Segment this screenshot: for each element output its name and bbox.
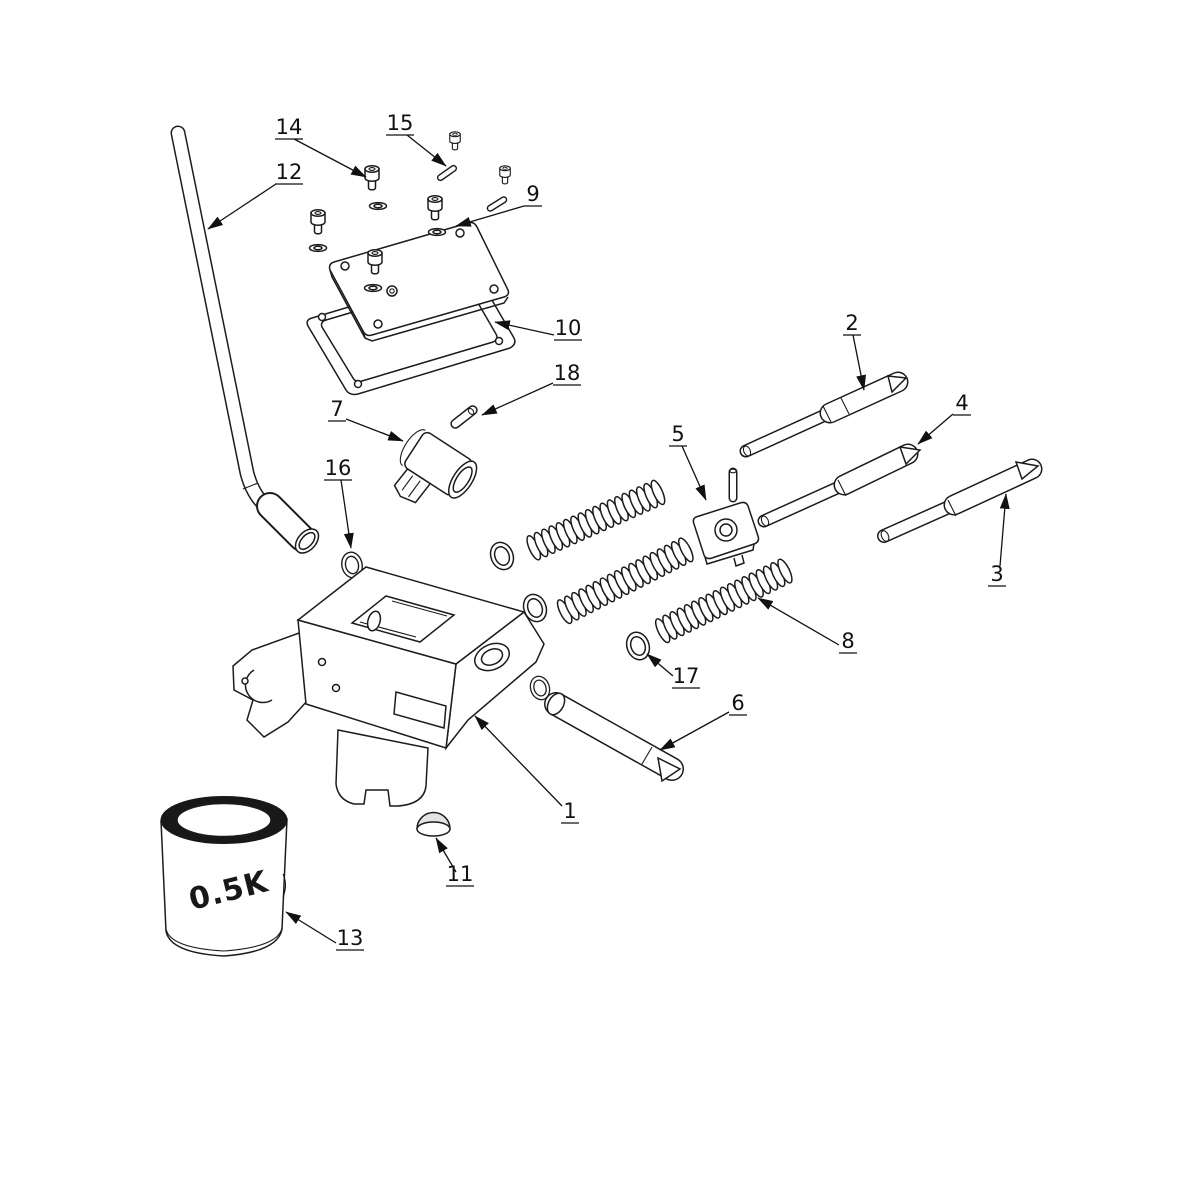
leader-line-12 <box>207 183 277 230</box>
washer <box>368 201 388 211</box>
spring-upper <box>523 478 669 563</box>
set-pin <box>486 196 508 212</box>
part-label-12: 12 <box>276 160 303 184</box>
part-label-14: 14 <box>276 115 303 139</box>
leader-line-11 <box>435 837 457 873</box>
leader-lines <box>207 134 1010 944</box>
fastener-bolts <box>308 131 511 293</box>
leader-line-6 <box>659 711 730 751</box>
washer <box>363 283 383 293</box>
part-10-cover-plates <box>306 221 516 396</box>
leader-line-1 <box>474 715 563 807</box>
spring-middle <box>554 535 697 627</box>
part-18-pin <box>450 405 478 429</box>
leader-line-16 <box>340 479 354 549</box>
part-7-sleeve <box>393 429 478 504</box>
washer <box>308 243 328 253</box>
leader-line-9 <box>455 205 525 227</box>
body-pivot-boss <box>474 642 510 672</box>
handle-socket-opening <box>294 528 320 554</box>
part-2-rod <box>739 371 909 458</box>
part-label-8: 8 <box>841 629 854 653</box>
part-label-5: 5 <box>671 422 684 446</box>
part-11-cap <box>416 811 451 837</box>
leader-line-4 <box>917 413 954 445</box>
part-labels: 14 15 12 9 10 18 7 2 4 5 16 3 8 17 6 1 1… <box>276 111 1004 950</box>
part-label-10: 10 <box>555 316 582 340</box>
washer-ring <box>485 538 519 574</box>
part-label-9: 9 <box>526 182 539 206</box>
part-17-ring <box>622 628 654 664</box>
screw <box>499 165 511 185</box>
bolt-9 <box>427 195 443 221</box>
part-label-2: 2 <box>845 311 858 335</box>
part-label-17: 17 <box>673 664 700 688</box>
part-5-link <box>692 467 760 567</box>
bolt-14 <box>364 165 380 191</box>
part-1-body <box>232 566 545 807</box>
leader-line-10 <box>494 320 555 336</box>
leader-line-5 <box>681 445 707 501</box>
part-label-4: 4 <box>955 391 968 415</box>
leader-line-14 <box>293 138 367 178</box>
leader-line-8 <box>757 597 840 646</box>
part-label-3: 3 <box>990 562 1003 586</box>
part-13-can: 0.5K <box>160 796 288 957</box>
screw-15 <box>449 131 461 151</box>
part-label-6: 6 <box>731 691 744 715</box>
label-underlines <box>275 134 1006 951</box>
part-6-pin <box>544 692 684 783</box>
part-label-11: 11 <box>447 862 474 886</box>
part-4-rod <box>757 443 922 528</box>
part-label-13: 13 <box>337 926 364 950</box>
leader-line-2 <box>852 334 866 391</box>
part-label-1: 1 <box>563 799 576 823</box>
bolt <box>310 209 326 235</box>
leader-line-7 <box>345 418 404 442</box>
washer <box>427 227 447 237</box>
part-label-16: 16 <box>325 456 352 480</box>
leader-line-13 <box>285 911 337 944</box>
set-pin <box>436 164 458 182</box>
part-8-spring <box>652 556 796 646</box>
leader-line-18 <box>481 382 554 416</box>
part-label-15: 15 <box>387 111 414 135</box>
leader-line-15 <box>406 134 447 167</box>
part-3-rod <box>877 458 1043 543</box>
part-label-7: 7 <box>330 397 343 421</box>
leader-line-17 <box>646 653 674 677</box>
part-label-18: 18 <box>554 361 581 385</box>
part-12-handle <box>170 125 320 554</box>
leader-line-3 <box>999 493 1010 567</box>
